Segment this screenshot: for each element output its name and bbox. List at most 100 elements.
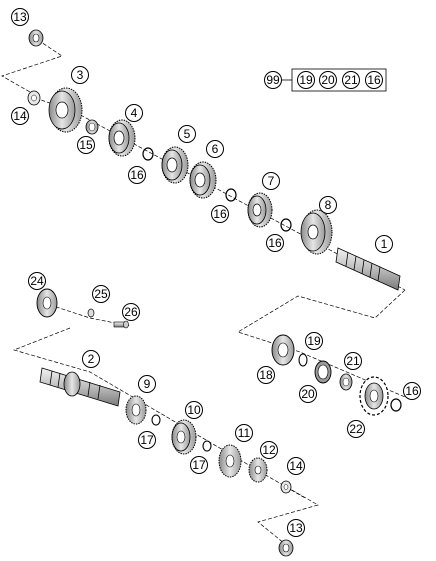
svg-text:16: 16 [130,168,144,182]
svg-text:7: 7 [268,174,275,188]
kit-item-19-callout[interactable]: 19 [297,71,315,89]
part-16-ring-d [390,398,402,412]
callout-11[interactable]: 11 [235,424,253,442]
part-22-sprocket [359,376,389,416]
svg-text:99: 99 [266,73,280,87]
part-9-gear [125,395,147,425]
part-17-ring-a [151,414,161,426]
svg-text:16: 16 [405,384,419,398]
part-19-ring [298,353,308,367]
kit-group: 99 19 20 21 16 [264,68,387,92]
svg-text:16: 16 [213,207,227,221]
part-20-seal [314,360,332,384]
part-14-lower-washer [280,480,292,494]
part-3-gear [48,87,83,133]
part-2-shaft [39,367,121,407]
svg-text:13: 13 [13,10,27,24]
svg-text:24: 24 [30,274,44,288]
svg-text:19: 19 [299,73,313,87]
part-25-washer [87,308,95,318]
part-1-shaft [335,247,401,291]
svg-text:20: 20 [301,387,315,401]
kit-item-16-callout[interactable]: 16 [365,71,383,89]
callout-6[interactable]: 6 [206,140,224,158]
callout-2[interactable]: 2 [82,350,100,368]
svg-text:14: 14 [289,459,303,473]
svg-text:17: 17 [192,458,206,472]
svg-text:14: 14 [13,109,27,123]
svg-text:25: 25 [94,287,108,301]
callout-3[interactable]: 3 [71,66,89,84]
kit-number-callout[interactable]: 99 [264,71,282,89]
part-12-gear [248,457,268,483]
kit-item-21-callout[interactable]: 21 [342,71,360,89]
part-16-ring-c [280,218,292,232]
callout-14-lower[interactable]: 14 [287,457,305,475]
callout-8[interactable]: 8 [319,196,337,214]
callout-18[interactable]: 18 [257,366,275,384]
callout-24[interactable]: 24 [28,272,46,290]
svg-text:1: 1 [381,237,388,251]
part-8-gear [300,209,333,255]
callout-1[interactable]: 1 [375,235,393,253]
callout-16-a[interactable]: 16 [128,166,146,184]
callout-10[interactable]: 10 [185,401,203,419]
part-24-bearing [36,288,58,318]
part-11-gear [218,444,242,478]
svg-text:13: 13 [289,521,303,535]
callout-20[interactable]: 20 [299,385,317,403]
svg-text:9: 9 [144,377,151,391]
part-26-screw [113,320,129,329]
callout-5[interactable]: 5 [178,125,196,143]
callout-19[interactable]: 19 [305,332,323,350]
callout-26[interactable]: 26 [122,303,140,321]
part-5-gear [161,146,189,184]
kit-box [291,68,387,92]
svg-text:4: 4 [131,106,138,120]
part-15-bushing [85,119,99,135]
part-10-gear [171,419,197,455]
svg-text:18: 18 [259,368,273,382]
svg-text:20: 20 [321,73,335,87]
svg-text:21: 21 [344,73,358,87]
callout-7[interactable]: 7 [262,172,280,190]
callout-4[interactable]: 4 [125,104,143,122]
part-6-gear [189,161,217,199]
callout-22[interactable]: 22 [347,420,365,438]
svg-text:16: 16 [268,236,282,250]
svg-text:2: 2 [88,352,95,366]
part-4-gear [108,119,136,157]
callout-17-b[interactable]: 17 [190,456,208,474]
callout-15[interactable]: 15 [77,136,95,154]
svg-text:3: 3 [77,68,84,82]
svg-text:16: 16 [367,73,381,87]
svg-text:17: 17 [140,433,154,447]
callout-13-bottom[interactable]: 13 [287,519,305,537]
part-13-bottom-bearing [278,539,294,557]
svg-text:6: 6 [212,142,219,156]
svg-text:15: 15 [79,138,93,152]
part-16-ring-a [142,147,154,161]
part-17-ring-b [202,440,212,452]
svg-text:12: 12 [262,443,276,457]
callout-25[interactable]: 25 [92,285,110,303]
callout-13-top[interactable]: 13 [11,8,29,26]
svg-text:8: 8 [325,198,332,212]
part-7-gear [247,192,273,228]
callout-16-b[interactable]: 16 [211,205,229,223]
part-16-ring-b [225,188,237,202]
part-13-top-bearing [28,29,44,47]
svg-text:11: 11 [238,426,251,440]
callout-14-upper[interactable]: 14 [11,107,29,125]
kit-item-20-callout[interactable]: 20 [319,71,337,89]
callout-9[interactable]: 9 [138,375,156,393]
svg-text:22: 22 [349,422,363,436]
svg-text:10: 10 [187,403,201,417]
callout-17-a[interactable]: 17 [138,431,156,449]
callout-16-d[interactable]: 16 [403,382,421,400]
callout-16-c[interactable]: 16 [266,234,284,252]
callout-12[interactable]: 12 [260,441,278,459]
callout-21[interactable]: 21 [344,352,362,370]
svg-text:21: 21 [346,354,360,368]
